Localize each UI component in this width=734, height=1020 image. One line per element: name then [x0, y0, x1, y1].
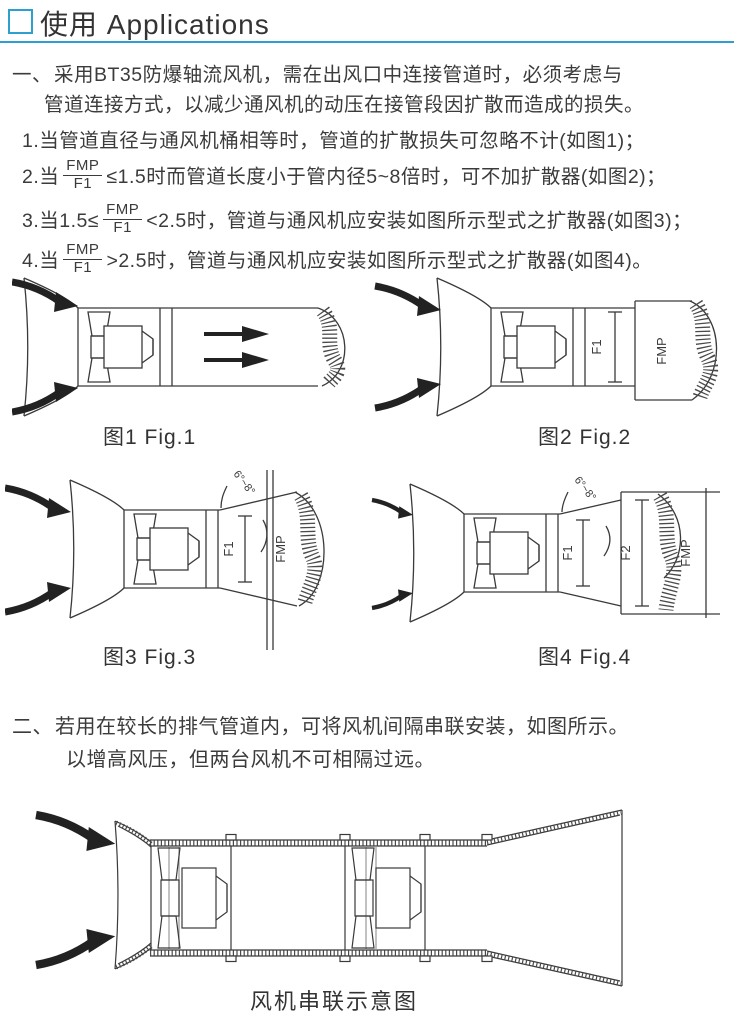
section1-marker: 一、: [12, 64, 53, 86]
fraction-numerator: FMP: [63, 157, 103, 176]
section2-marker: 二、: [12, 716, 53, 738]
header-rule: [0, 41, 734, 43]
fig3-diagram: F1 FMP 6°~8°: [5, 468, 325, 650]
inflow-arrow-icon: [5, 582, 71, 612]
flexible-connector: [689, 299, 719, 400]
duct-wall-hatch: [115, 810, 622, 986]
list-item-3-post: <2.5时，管道与通风机应安装如图所示型式之扩散器(如图3)；: [146, 209, 693, 232]
inflow-arrow-icon: [372, 589, 413, 608]
fig4-diagram: F1 F2 FMP 6°~8°: [368, 474, 720, 623]
inflow-arrow-icon: [36, 815, 115, 851]
inflow-arrow-icon: [12, 382, 78, 412]
section1-line1-text: 采用BT35防爆轴流风机，需在出风口中连接管道时，必须考虑与: [54, 64, 623, 86]
duct-label-f1: F1: [221, 541, 236, 556]
inflow-arrow-icon: [372, 500, 413, 519]
duct-label-f2: F2: [618, 545, 633, 560]
fig3-caption: 图3 Fig.3: [103, 646, 197, 669]
fig1-caption: 图1 Fig.1: [103, 426, 197, 449]
diffuser-angle-label: 6°~8°: [231, 468, 257, 497]
inflow-arrow-icon: [375, 378, 441, 408]
duct-label-f1: F1: [589, 339, 604, 354]
list-item-4-post: >2.5时，管道与通风机应安装如图所示型式之扩散器(如图4)。: [106, 249, 653, 272]
fig2-caption: 图2 Fig.2: [538, 426, 632, 449]
fig1-diagram: [12, 277, 346, 417]
section2-line1-text: 若用在较长的排气管道内，可将风机间隔串联安装，如图所示。: [55, 716, 629, 738]
duct-label-f1: F1: [560, 545, 575, 560]
inflow-arrow-icon: [5, 488, 71, 518]
list-item-3-pre: 3.当1.5≤: [22, 209, 100, 232]
duct-label-fmp: FMP: [678, 539, 693, 566]
section2-line1: 二、若用在较长的排气管道内，可将风机间隔串联安装，如图所示。: [12, 712, 629, 742]
duct-label-fmp: FMP: [654, 337, 669, 364]
list-item-1: 1.当管道直径与通风机桶相等时，管道的扩散损失可忽略不计(如图1)；: [22, 124, 645, 153]
fig2-diagram: F1 FMP: [370, 277, 719, 417]
list-item-4-pre: 4.当: [22, 249, 60, 272]
fig4-caption: 图4 Fig.4: [538, 646, 632, 669]
duct-label-fmp: FMP: [273, 535, 288, 562]
fraction-numerator: FMP: [63, 241, 103, 260]
fraction-numerator: FMP: [103, 201, 143, 220]
section1-line1: 一、采用BT35防爆轴流风机，需在出风口中连接管道时，必须考虑与: [12, 60, 623, 90]
list-item-2-post: ≤1.5时而管道长度小于管内径5~8倍时，可不加扩散器(如图2)；: [106, 165, 667, 188]
section-square-icon: [8, 9, 33, 34]
section1-line2: 管道连接方式，以减少通风机的动压在接管段因扩散而造成的损失。: [44, 94, 645, 116]
inflow-arrow-icon: [36, 929, 115, 965]
diffuser-angle-label: 6°~8°: [572, 474, 598, 503]
fraction-denominator: F1: [113, 218, 132, 236]
inflow-arrow-icon: [12, 282, 78, 312]
list-item-2-pre: 2.当: [22, 165, 60, 188]
flexible-connector: [316, 306, 346, 389]
fraction-denominator: F1: [73, 174, 93, 192]
section2-line2: 以增高风压，但两台风机不可相隔过远。: [66, 749, 435, 771]
flange-tabs: [225, 833, 493, 963]
flow-arrows-icon: [204, 326, 269, 368]
page-title: 使用 Applications: [40, 9, 270, 40]
serial-diagram-caption: 风机串联示意图: [250, 989, 419, 1014]
list-item-1-text: 1.当管道直径与通风机桶相等时，管道的扩散损失可忽略不计(如图1)；: [22, 130, 645, 152]
fraction-denominator: F1: [73, 258, 93, 276]
flexible-connector: [294, 492, 323, 605]
inflow-arrow-icon: [375, 286, 441, 316]
flexible-connector: [653, 492, 682, 612]
serial-diagram: [30, 809, 623, 987]
